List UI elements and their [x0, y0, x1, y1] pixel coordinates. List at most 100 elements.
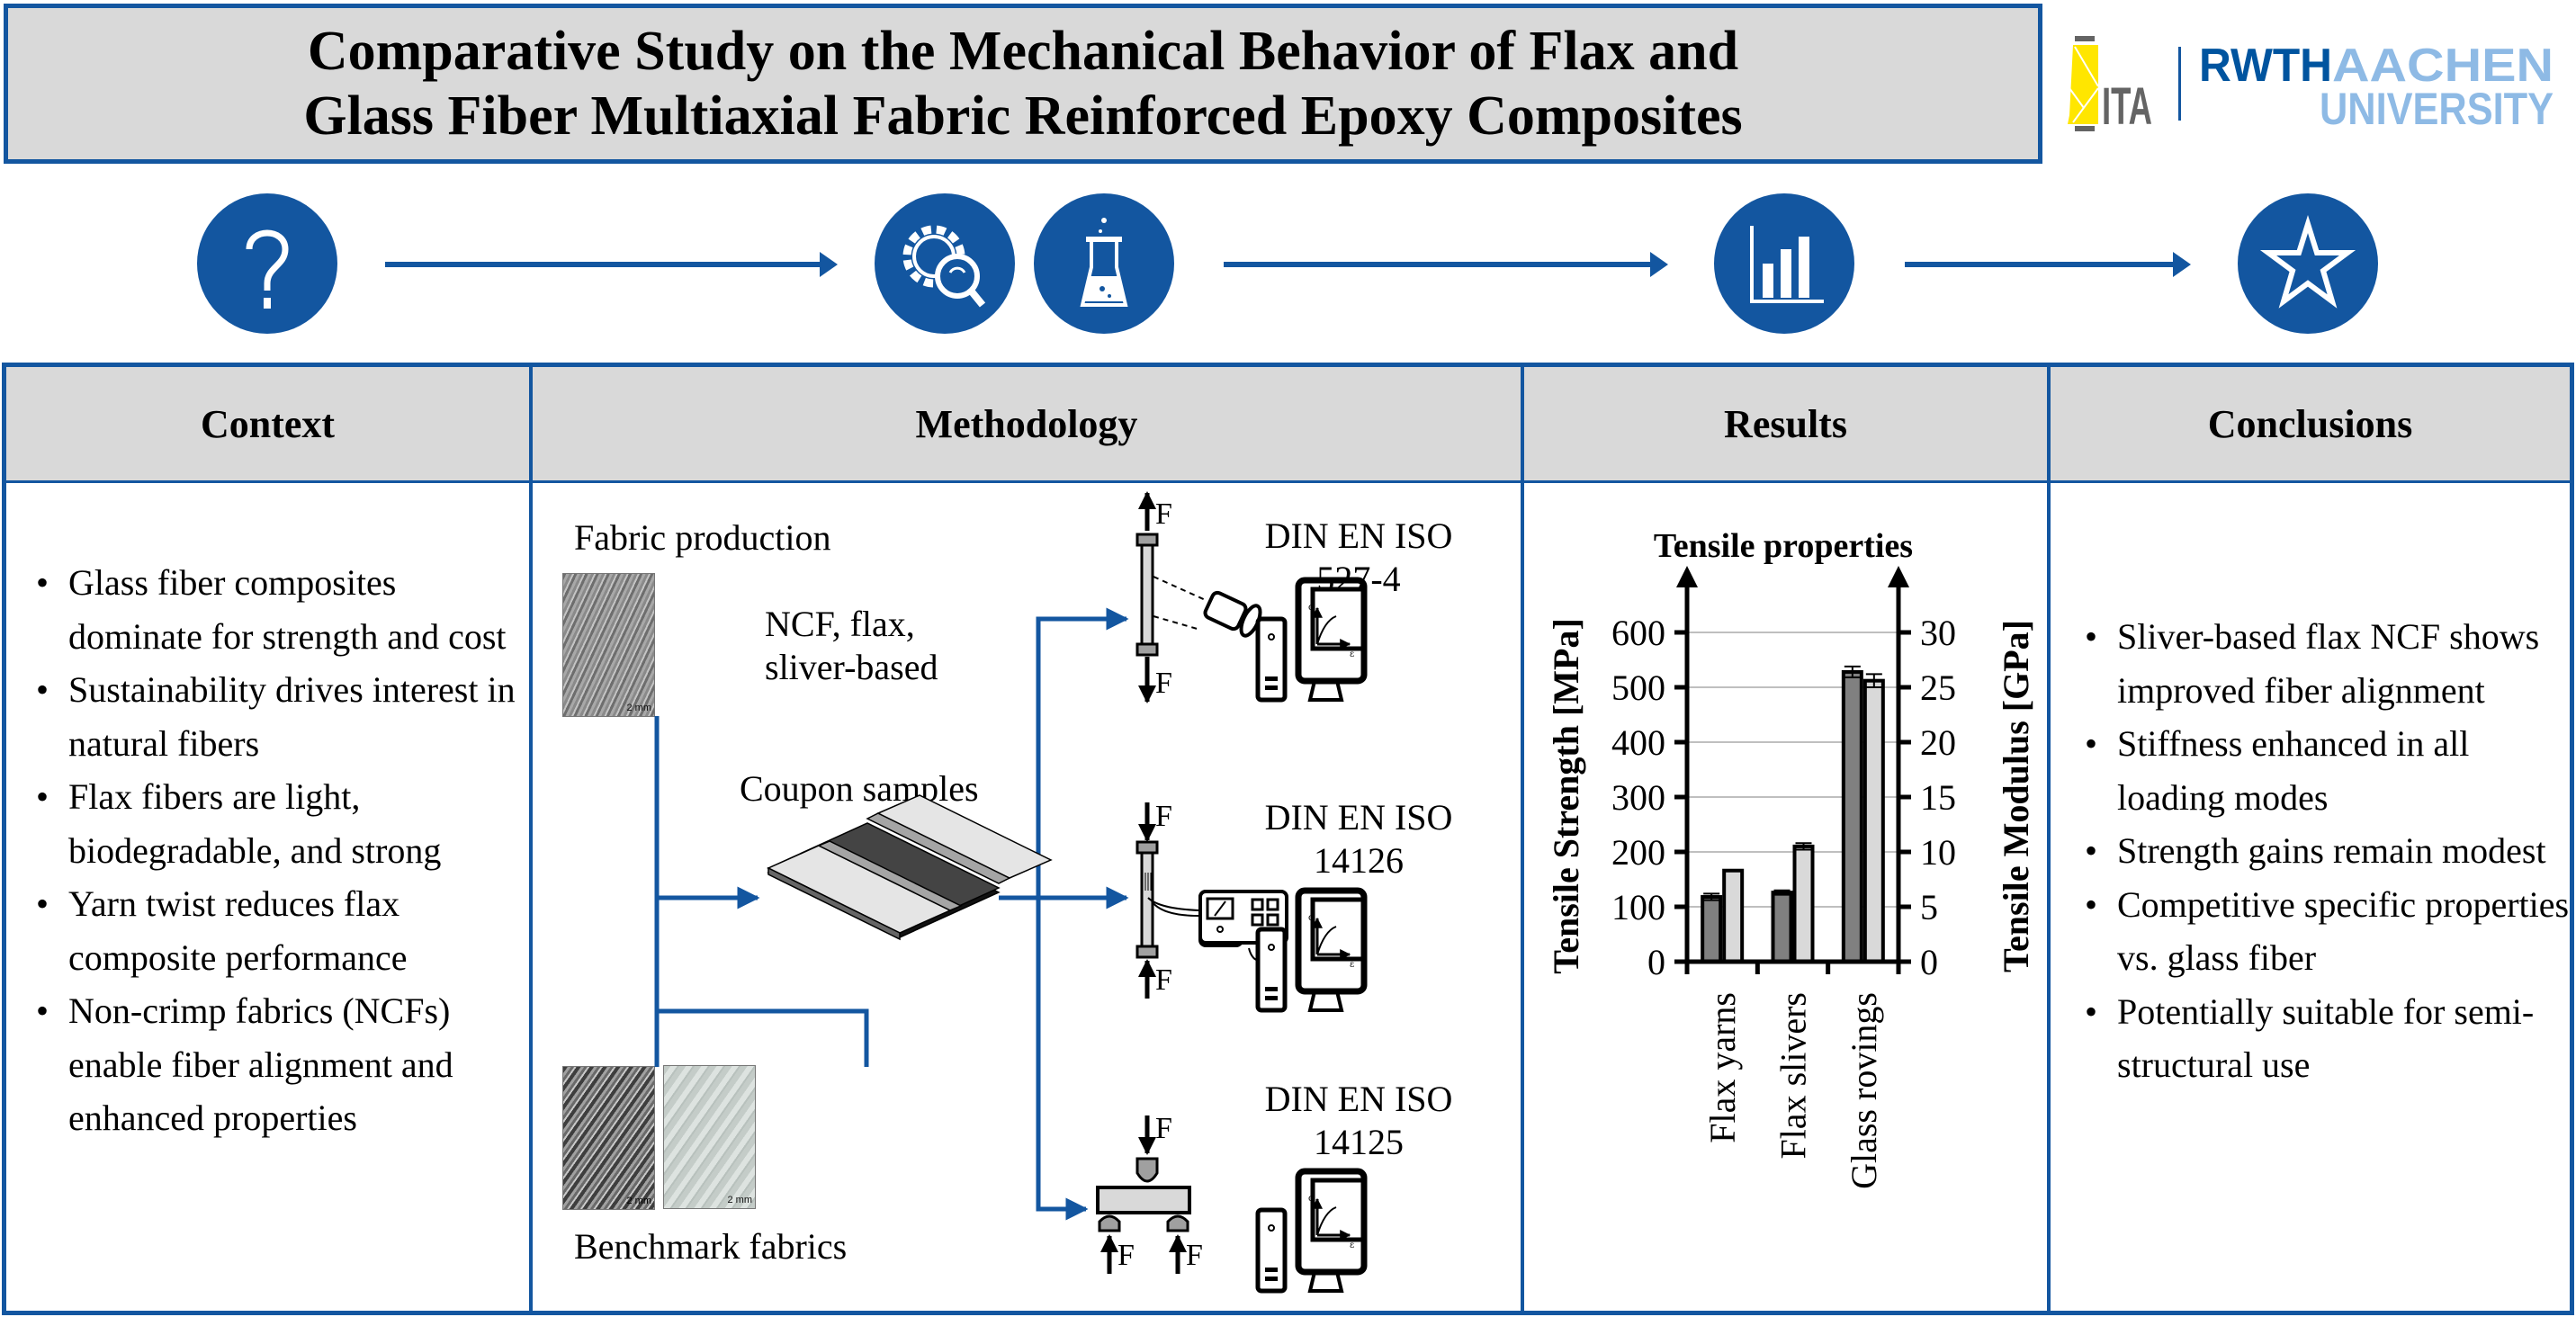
x-tick-label: Glass rovings	[1844, 992, 1884, 1189]
title-line-1: Comparative Study on the Mechanical Beha…	[307, 21, 1739, 82]
epsilon-label: ε	[1350, 1241, 1354, 1250]
y-tick-label-left: 400	[1611, 722, 1665, 763]
column-divider-2	[1521, 364, 1524, 1313]
x-tick-label: Flax yarns	[1702, 992, 1743, 1143]
results-header-label: Results	[1724, 401, 1847, 446]
y-tick-label-left: 0	[1647, 942, 1665, 982]
y-tick-label-left: 200	[1611, 832, 1665, 873]
fabric-description-line-2: sliver-based	[765, 647, 938, 687]
bar-modulus	[1722, 868, 1745, 963]
force-label: F	[1155, 800, 1172, 833]
ita-spool-bottom	[2075, 126, 2095, 131]
header-divider	[2, 478, 2574, 483]
context-bullet: Sustainability drives interest in natura…	[36, 663, 529, 770]
bar-strength	[1771, 891, 1793, 964]
ita-logo: ITA	[2068, 36, 2152, 133]
bar-strength	[1701, 895, 1723, 963]
force-label: F	[1155, 963, 1172, 997]
logo-divider	[2178, 47, 2181, 121]
flow-arrow-2	[1224, 252, 1668, 277]
fabric-description: NCF, flax, sliver-based	[765, 603, 938, 689]
y-tick-label-right: 10	[1920, 832, 1956, 873]
column-divider-3	[2047, 364, 2051, 1313]
rwth-logo: RWTH AACHEN UNIVERSITY	[2199, 40, 2554, 133]
benchmark-fabric-photo-1: 2 mm	[562, 1066, 655, 1210]
flexural-test-illustration: F F F σ ε	[1096, 1112, 1368, 1294]
standard-number: 527-4	[1316, 559, 1401, 599]
coupon-sample-illustration	[767, 794, 1053, 941]
context-panel: Glass fiber composites dominate for stre…	[2, 556, 529, 1145]
computer-icon: σ ε	[1255, 577, 1368, 703]
university-text: UNIVERSITY	[2320, 84, 2554, 133]
context-bullet-list: Glass fiber composites dominate for stre…	[2, 556, 529, 1145]
flax-ncf-photo: 2 mm	[562, 573, 655, 717]
y-tick-label-right: 20	[1920, 722, 1956, 763]
y-tick-label-right: 15	[1920, 777, 1956, 818]
connector-to-flexural	[1036, 898, 1089, 1221]
y-axis-right-arrowhead	[1888, 566, 1909, 587]
fabric-description-line-1: NCF, flax,	[765, 604, 915, 644]
bar-modulus	[1792, 844, 1815, 963]
y-tick-label-left: 300	[1611, 777, 1665, 818]
benchmark-fabrics-label: Benchmark fabrics	[574, 1226, 848, 1267]
ita-text: ITA	[2102, 77, 2152, 133]
rwth-text: RWTH	[2199, 40, 2332, 92]
scale-bar-label: 2 mm	[727, 1195, 753, 1205]
y-tick-label-left: 500	[1611, 667, 1665, 708]
epsilon-label: ε	[1350, 650, 1354, 659]
flow-arrow-3	[1905, 252, 2191, 277]
question-icon	[197, 193, 337, 334]
conclusions-panel: Sliver-based flax NCF shows improved fib…	[2051, 610, 2572, 1092]
force-label: F	[1117, 1239, 1135, 1272]
context-bullet: Flax fibers are light, biodegradable, an…	[36, 770, 529, 877]
test-standard-1: DIN EN ISO 527-4	[1246, 515, 1471, 601]
star-icon	[2238, 193, 2378, 334]
title-banner: Comparative Study on the Mechanical Beha…	[4, 4, 2042, 164]
conclusions-bullet-list: Sliver-based flax NCF shows improved fib…	[2051, 610, 2572, 1092]
tensile-test-illustration: F F σ ε	[1135, 491, 1368, 703]
title-line-2: Glass Fiber Multiaxial Fabric Reinforced…	[303, 85, 1743, 147]
column-header-conclusions: Conclusions	[2051, 367, 2570, 480]
column-divider-1	[529, 364, 533, 1313]
context-bullet: Glass fiber composites dominate for stre…	[36, 556, 529, 663]
y-tick-label-right: 25	[1920, 667, 1956, 708]
scale-bar-label: 2 mm	[626, 1196, 652, 1206]
sigma-label: σ	[1308, 603, 1315, 613]
connector-to-tensile	[1036, 607, 1129, 898]
y-tick-label-right: 5	[1920, 887, 1938, 927]
conclusion-bullet: Competitive specific properties vs. glas…	[2085, 878, 2572, 985]
force-label: F	[1186, 1239, 1203, 1272]
flask-icon	[1034, 193, 1174, 334]
standard-name: DIN EN ISO	[1264, 797, 1453, 838]
epsilon-label: ε	[1350, 960, 1354, 970]
conclusion-bullet: Stiffness enhanced in all loading modes	[2085, 717, 2572, 824]
test-standard-2: DIN EN ISO 14126	[1246, 796, 1471, 882]
gear-search-icon	[875, 193, 1015, 334]
force-label: F	[1155, 667, 1172, 700]
bar-modulus	[1862, 678, 1885, 963]
y-axis-label-right: Tensile Modulus [GPa]	[1996, 620, 2036, 972]
x-tick-label: Flax slivers	[1773, 992, 1814, 1160]
y-axis-left-arrowhead	[1676, 566, 1698, 587]
conclusion-bullet: Potentially suitable for semi-structural…	[2085, 985, 2572, 1092]
methodology-diagram: F F σ ε F	[654, 491, 1368, 1294]
column-header-methodology: Methodology	[533, 367, 1521, 480]
scale-bar-label: 2 mm	[626, 703, 652, 713]
y-tick-label-left: 600	[1611, 613, 1665, 653]
ita-spool-top	[2075, 36, 2095, 41]
sigma-label: σ	[1308, 1194, 1315, 1204]
methodology-header-label: Methodology	[915, 401, 1138, 446]
y-axis-label-left: Tensile Strength [MPa]	[1546, 618, 1586, 974]
standard-number: 14126	[1314, 840, 1404, 881]
computer-icon: σ ε	[1255, 1168, 1368, 1294]
conclusion-bullet: Sliver-based flax NCF shows improved fib…	[2085, 610, 2572, 717]
context-header-label: Context	[200, 401, 336, 446]
force-label: F	[1155, 497, 1172, 531]
bar-chart-icon	[1714, 193, 1854, 334]
y-tick-label-left: 100	[1611, 887, 1665, 927]
force-label: F	[1155, 1112, 1172, 1145]
y-tick-label-right: 0	[1920, 942, 1938, 982]
test-standard-3: DIN EN ISO 14125	[1246, 1078, 1471, 1164]
fabric-production-label: Fabric production	[574, 517, 831, 558]
benchmark-fabric-photo-2: 2 mm	[663, 1065, 756, 1209]
